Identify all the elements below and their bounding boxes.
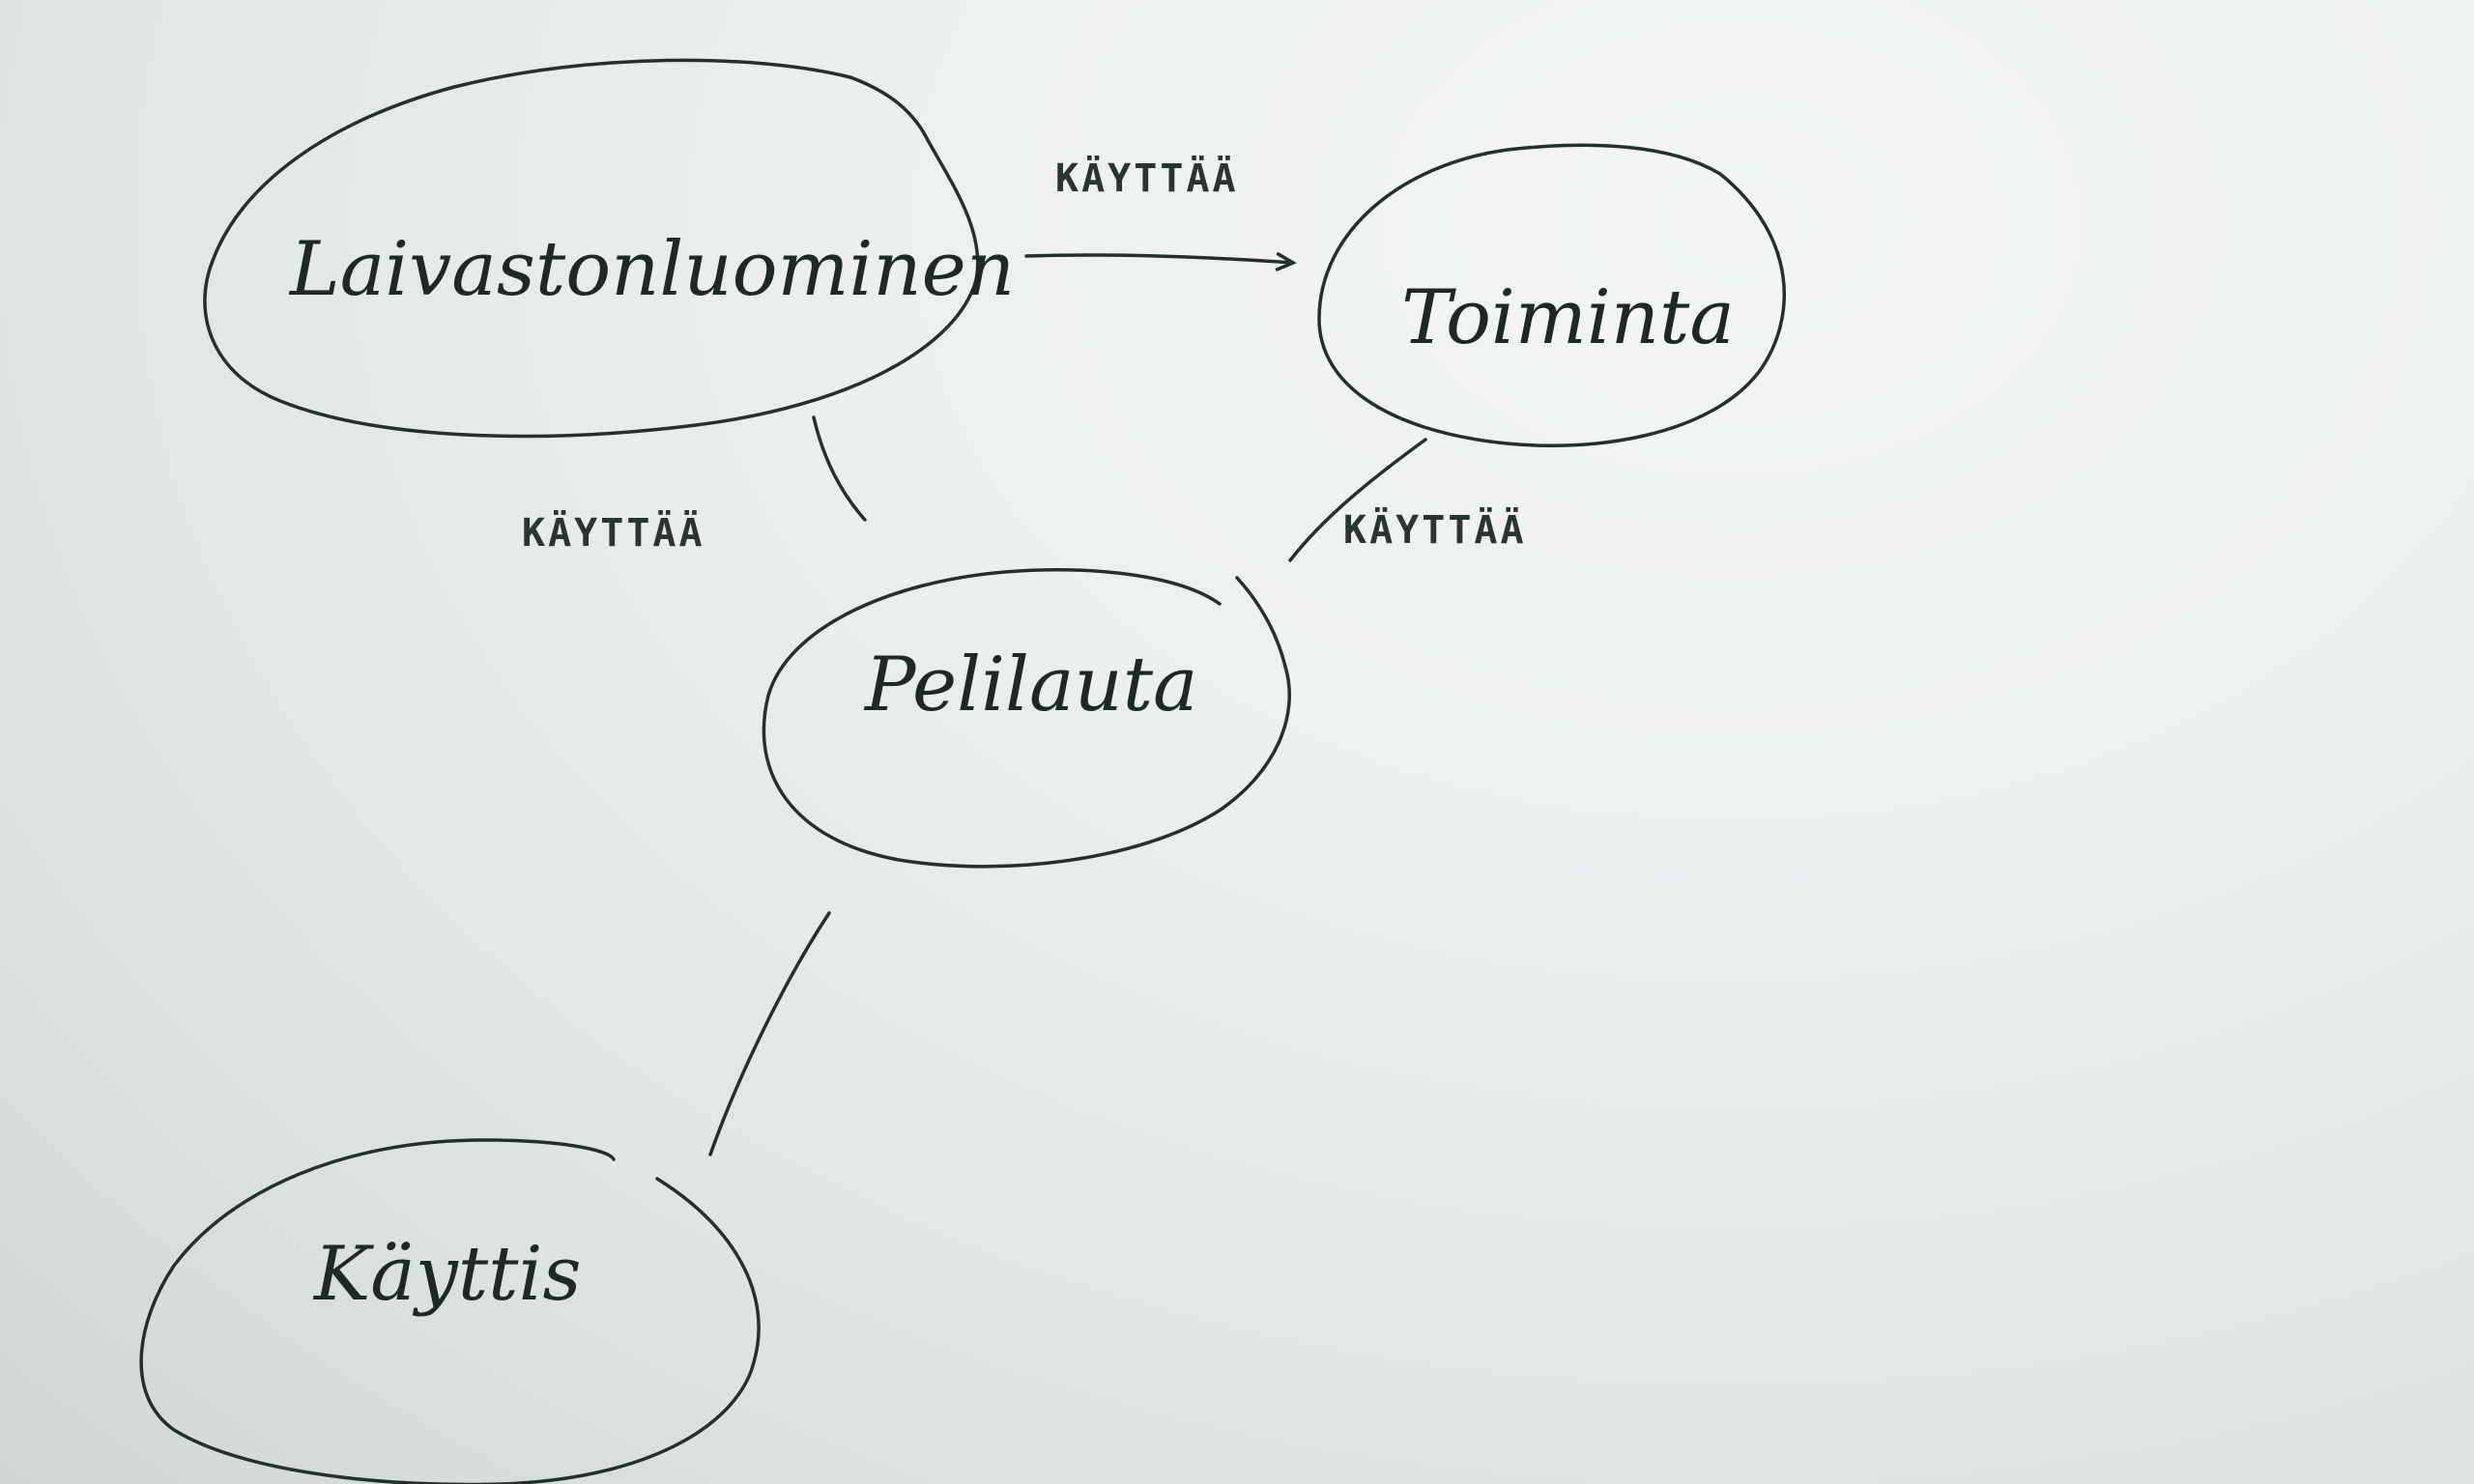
edge-laivasto-toiminta: KÄYTTÄÄ — [1024, 155, 1297, 271]
edge-laivasto-toiminta-line — [1024, 252, 1297, 271]
node-pelilauta: Pelilauta — [762, 568, 1291, 869]
edge-pelilauta-kayttis — [708, 911, 831, 1156]
node-kayttis: Käyttis — [139, 1138, 761, 1484]
node-pelilauta-label: Pelilauta — [863, 642, 1198, 728]
edge-pelilauta-kayttis-line — [708, 911, 831, 1156]
node-laivastonluominen-outline — [203, 58, 980, 439]
edge-toiminta-pelilauta-line — [1288, 438, 1427, 562]
node-toiminta: Toiminta — [1317, 143, 1787, 448]
edge-laivasto-pelilauta-line — [812, 415, 867, 522]
edge-toiminta-pelilauta-label: KÄYTTÄÄ — [1343, 506, 1527, 553]
node-laivastonluominen: Laivastonluominen — [203, 58, 1015, 439]
edge-laivasto-pelilauta-label: KÄYTTÄÄ — [522, 509, 705, 556]
edge-laivasto-toiminta-label: KÄYTTÄÄ — [1055, 155, 1239, 201]
node-laivastonluominen-label: Laivastonluominen — [288, 226, 1015, 313]
node-pelilauta-outline — [762, 568, 1291, 869]
edge-toiminta-pelilauta: KÄYTTÄÄ — [1288, 438, 1527, 562]
node-toiminta-label: Toiminta — [1401, 274, 1735, 361]
node-toiminta-outline — [1317, 143, 1787, 448]
edge-laivasto-pelilauta: KÄYTTÄÄ — [522, 415, 867, 556]
node-kayttis-label: Käyttis — [312, 1231, 582, 1318]
node-kayttis-outline — [139, 1138, 761, 1484]
